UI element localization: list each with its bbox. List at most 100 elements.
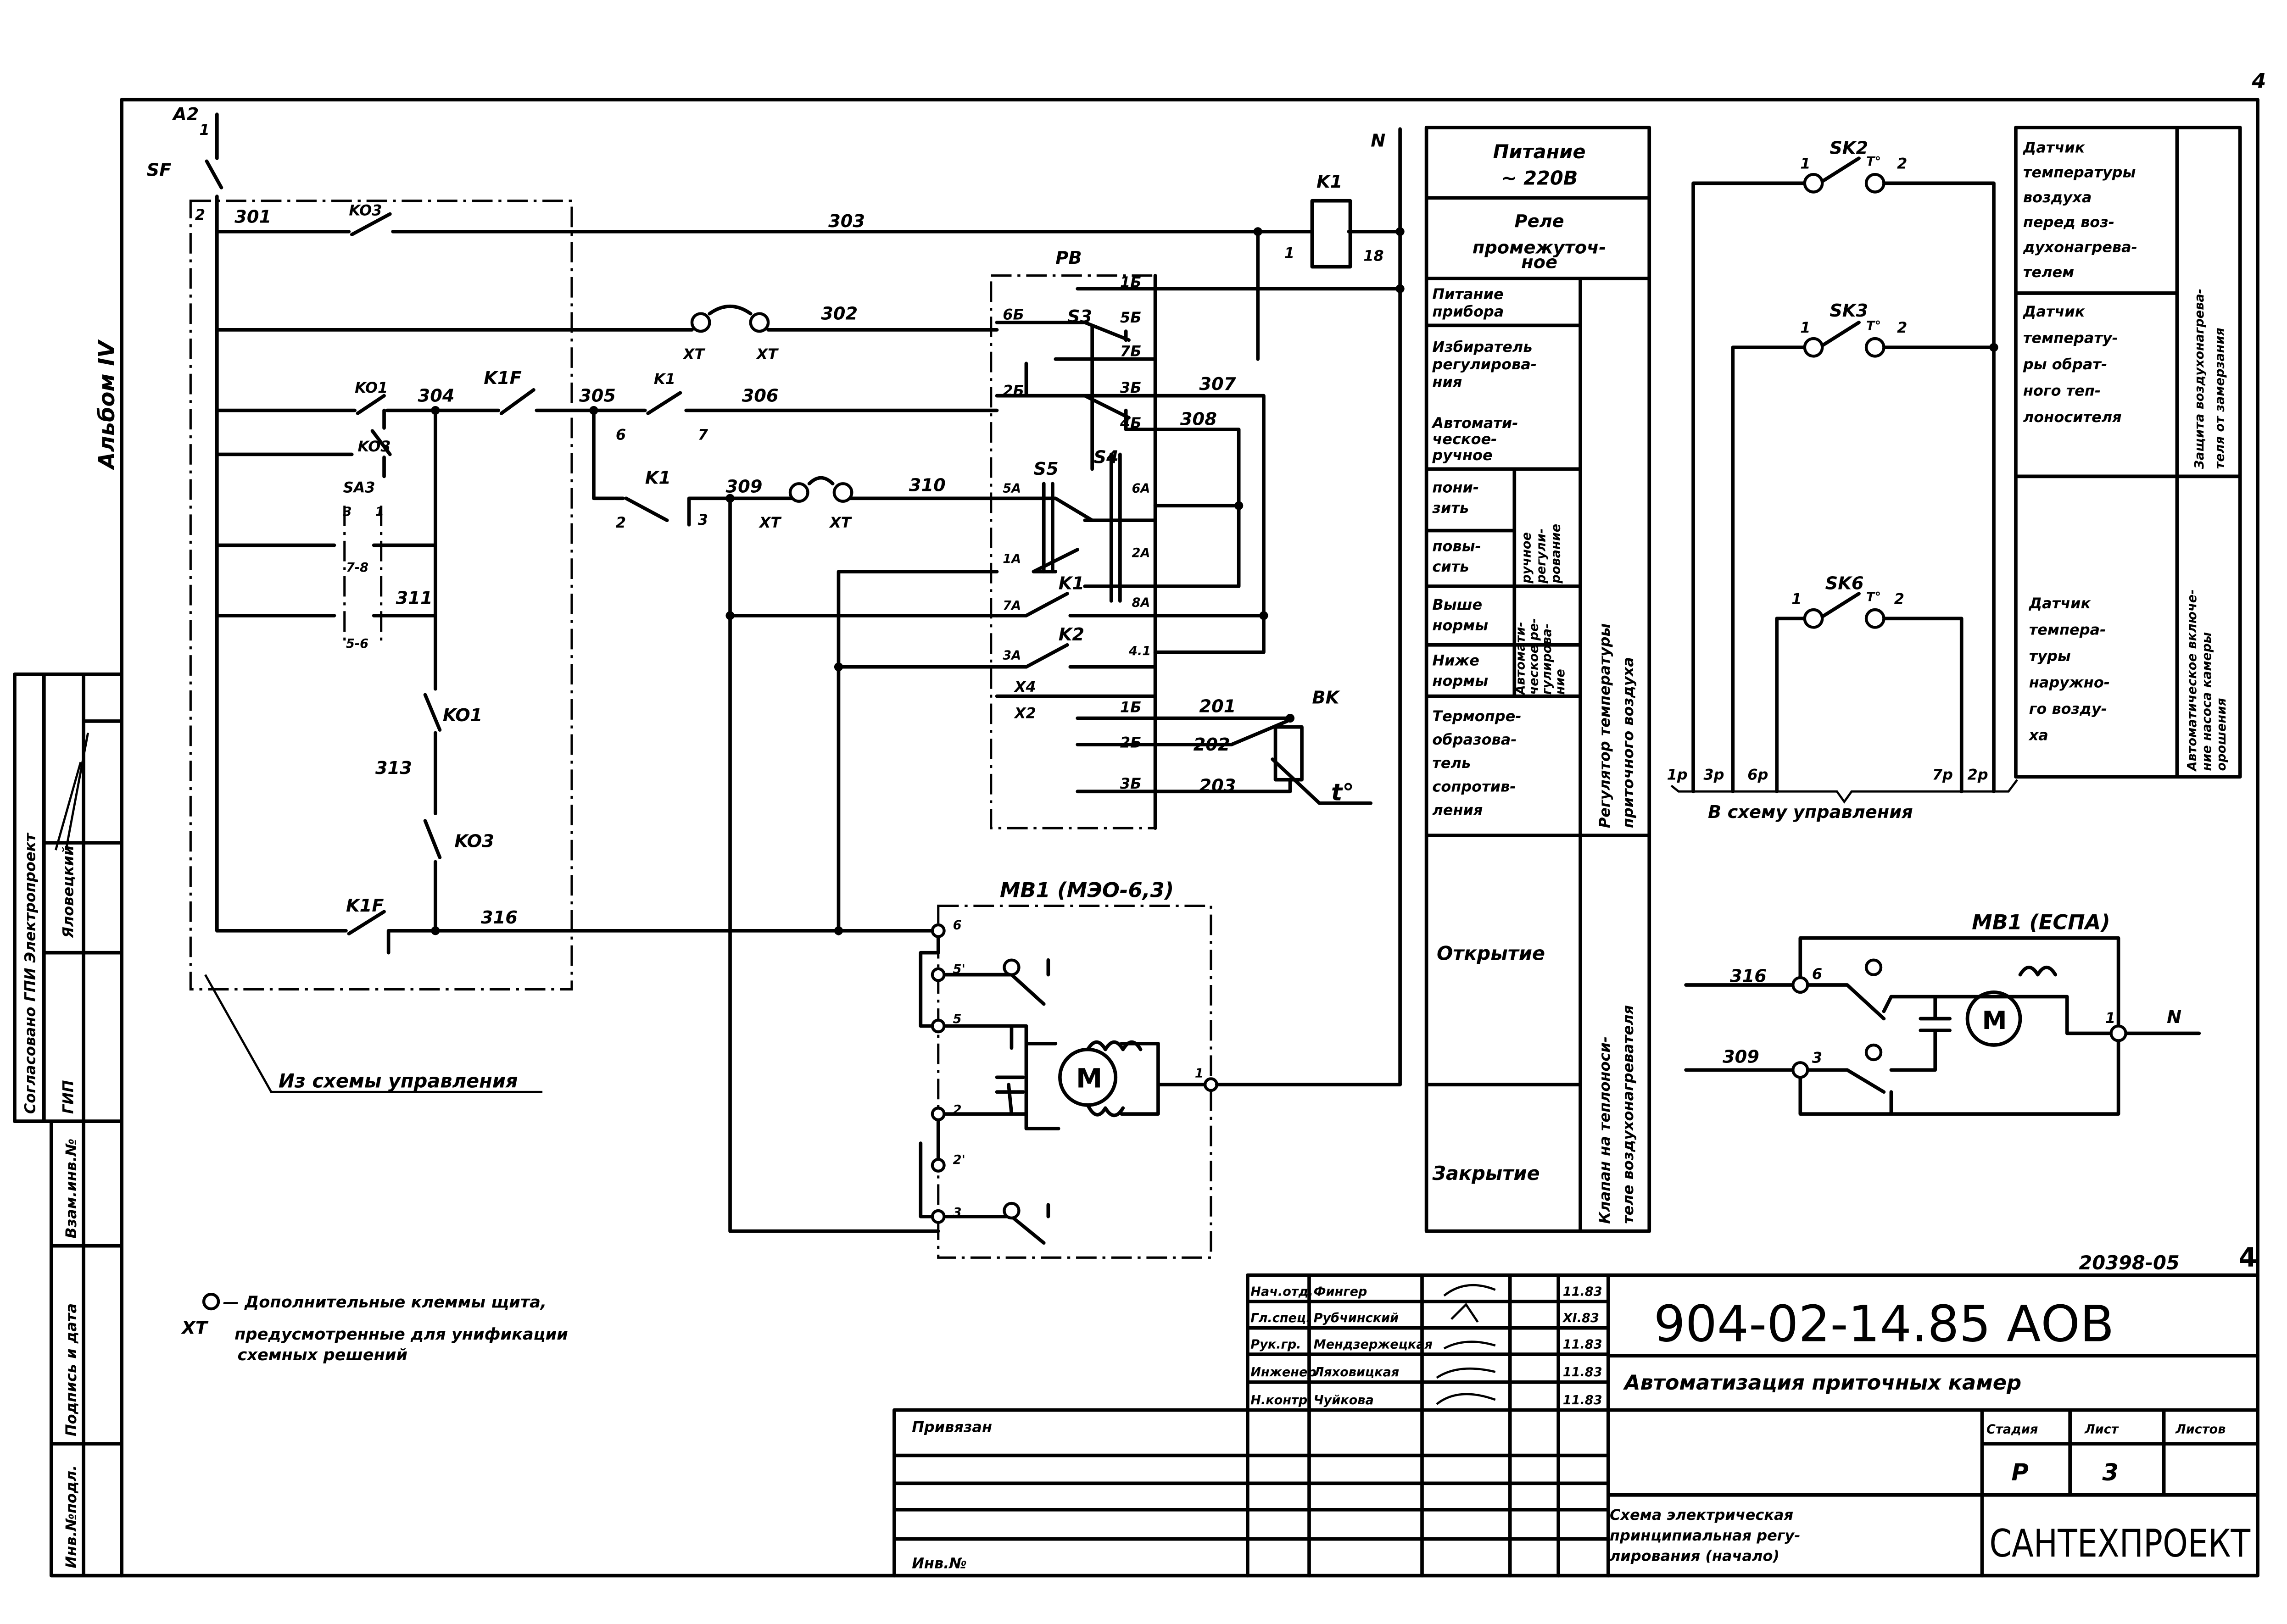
- label-BK: BK: [1312, 688, 1340, 708]
- st-pump: Автоматическое включе-ние насоса камерыо…: [2185, 590, 2229, 772]
- wire-307: 307: [1199, 374, 1236, 395]
- wire-301: 301: [234, 207, 271, 228]
- pb-8A: 8A: [1132, 596, 1150, 610]
- pb-4-1: 4.1: [1128, 644, 1151, 658]
- pb-K2: K2: [1059, 624, 1084, 645]
- pb-3A: 3A: [1003, 649, 1021, 663]
- sensor-SK6: SK6: [1825, 573, 1864, 594]
- legend-line3: схемных решений: [238, 1346, 408, 1364]
- contact-KO3-b: KO3: [358, 438, 391, 455]
- sensor-SK2: SK2: [1830, 138, 1868, 158]
- pb-X4: X4: [1014, 678, 1036, 695]
- wire-201: 201: [1199, 696, 1236, 717]
- tb-project: Автоматизация приточных камер: [1623, 1370, 2021, 1395]
- switch-SA3: SA3: [343, 479, 375, 496]
- tb-sheet: 3: [2102, 1459, 2119, 1486]
- mb1-label: MB1 (МЭО-6,3): [1000, 878, 1174, 902]
- pb-S5: S5: [1033, 459, 1058, 479]
- tb-attached: Привязан: [912, 1418, 992, 1435]
- tb-organization: САНТЕХПРОЕКТ: [1989, 1521, 2250, 1566]
- coil-term-18: 18: [1363, 247, 1383, 265]
- label-temp: t°: [1331, 779, 1354, 806]
- legend: XT — Дополнительные клеммы щита, предусм…: [181, 1293, 568, 1364]
- mb1-t5p: 5': [953, 962, 965, 976]
- espa-309: 309: [1723, 1046, 1759, 1067]
- label-2: 2: [195, 206, 205, 223]
- xt-4: XT: [829, 514, 852, 531]
- xt-2: XT: [756, 345, 779, 363]
- sheet-code: 20398-05: [2079, 1251, 2179, 1274]
- contact-KO1-b: KO1: [443, 705, 483, 726]
- pb-S4: S4: [1093, 447, 1118, 468]
- pin-6p: 6р: [1747, 766, 1768, 784]
- stamp-agreed: Согласовано ГПИ Электропроект: [22, 833, 39, 1114]
- pb-7B: 7Б: [1120, 342, 1142, 360]
- sk2-term-2: 2: [1897, 155, 1907, 172]
- term-3: 3: [698, 511, 708, 528]
- term-6: 6: [616, 426, 626, 443]
- relay-coil-K1: [1310, 199, 1352, 269]
- pb-5B: 5Б: [1120, 309, 1142, 326]
- wire-309: 309: [725, 477, 762, 497]
- sheet-code-num: 4: [2239, 1242, 2257, 1273]
- pb-6A: 6A: [1132, 482, 1150, 496]
- pb-7A: 7A: [1003, 599, 1021, 613]
- actuator-MB1: MB1 (МЭО-6,3) M 6 5' 5 2 2' 3 1: [919, 878, 1402, 1259]
- sk6-term-T: T°: [1866, 590, 1881, 604]
- tb-name-0: Фингер: [1314, 1285, 1367, 1299]
- pb-1B: 1Б: [1120, 273, 1142, 291]
- tb-date-4: 11.83: [1563, 1393, 1602, 1407]
- coil-K1-label: K1: [1316, 172, 1342, 192]
- side-stamp: Согласовано ГПИ Электропроект ГИП Яловец…: [13, 672, 124, 1578]
- terminal-icon: [202, 1292, 220, 1311]
- contact-K1-a: K1: [654, 370, 675, 388]
- page-number: 4: [2251, 69, 2266, 93]
- espa-t3: 3: [1812, 1049, 1822, 1066]
- label-N: N: [1371, 130, 1385, 151]
- contact-KO3-c: KO3: [454, 831, 494, 852]
- mb1-t2: 2: [953, 1103, 962, 1117]
- pin-2p: 2р: [1968, 766, 1988, 784]
- to-control-label: В схему управления: [1708, 802, 1913, 823]
- espa-316: 316: [1730, 966, 1767, 987]
- ft-raise: повы-сить: [1432, 537, 1481, 575]
- label-SF: SF: [146, 160, 171, 180]
- tb-role-4: Н.контр.: [1250, 1393, 1312, 1407]
- stamp-name: Яловецкий: [60, 845, 77, 939]
- mb1-t6: 6: [953, 918, 962, 933]
- tb-role-2: Рук.гр.: [1250, 1337, 1301, 1351]
- label-A2: A2: [172, 104, 199, 125]
- control-box-boundary: [189, 200, 573, 991]
- legend-line1: — Дополнительные клеммы щита,: [223, 1293, 547, 1312]
- tb-doc-number: 904-02-14.85 АОВ: [1654, 1295, 2114, 1353]
- stamp-signature: [55, 733, 89, 851]
- wire-306: 306: [742, 385, 779, 406]
- sensor-SK3: SK3: [1830, 300, 1868, 321]
- tb-name-3: Ляховицкая: [1313, 1365, 1400, 1379]
- sk3-term-T: T°: [1866, 319, 1881, 333]
- sensors-circuit: SK2 SK3 SK6 1 T° 2 1 T° 2 1 T° 2 1р 3р 6…: [1667, 138, 2019, 823]
- motor-icon-espa: [1965, 990, 2022, 1047]
- wire-316: 316: [481, 907, 518, 928]
- album-label: Альбом IV: [95, 339, 120, 471]
- pin-7p: 7р: [1932, 766, 1953, 784]
- pin-3p: 3р: [1703, 766, 1724, 784]
- sk6-term-1: 1: [1791, 590, 1802, 607]
- sk3-term-2: 2: [1897, 319, 1907, 336]
- wire-303: 303: [828, 211, 865, 232]
- contact-KO3: KO3: [349, 202, 382, 219]
- ft-auto-reg: Автомати-ческое ре-гулирова-ние: [1514, 618, 1567, 695]
- coil-term-1: 1: [1284, 244, 1294, 261]
- tb-date-3: 11.83: [1563, 1365, 1602, 1379]
- pb-3B: 3Б: [1120, 379, 1142, 396]
- pb-4B: 4Б: [1120, 414, 1142, 432]
- pb-1A: 1A: [1003, 552, 1021, 566]
- term-2: 2: [616, 514, 626, 531]
- label-1: 1: [200, 121, 210, 139]
